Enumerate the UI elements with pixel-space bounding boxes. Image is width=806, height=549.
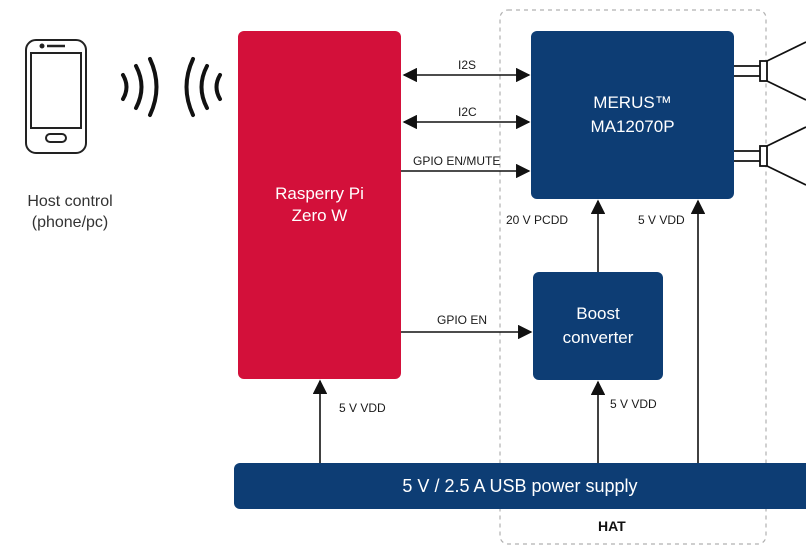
gpio-en-mute-label: GPIO EN/MUTE [413, 154, 501, 168]
power-supply-block: 5 V / 2.5 A USB power supply [234, 463, 806, 509]
hat-boundary [499, 9, 767, 545]
speaker-top-icon [734, 41, 806, 101]
i2s-label: I2S [458, 58, 477, 72]
pcdd-20v-label: 20 V PCDD [506, 213, 569, 227]
vdd-boost-label: 5 V VDD [610, 397, 657, 411]
phone-icon [25, 39, 87, 154]
hat-label: HAT [598, 518, 626, 534]
gpio-en-label: GPIO EN [437, 313, 488, 327]
vdd-merus-label: 5 V VDD [638, 213, 685, 227]
speaker-bottom-icon [734, 126, 806, 186]
wireless-signal-icon [121, 57, 222, 117]
merus-amplifier-block: MERUS™ MA12070P [531, 31, 734, 199]
vdd-rpi-label: 5 V VDD [339, 401, 386, 415]
i2c-label: I2C [458, 105, 477, 119]
host-control-label: Host control (phone/pc) [27, 193, 113, 231]
raspberry-pi-block: Rasperry Pi Zero W [238, 31, 401, 379]
boost-converter-block: Boost converter [533, 272, 663, 380]
